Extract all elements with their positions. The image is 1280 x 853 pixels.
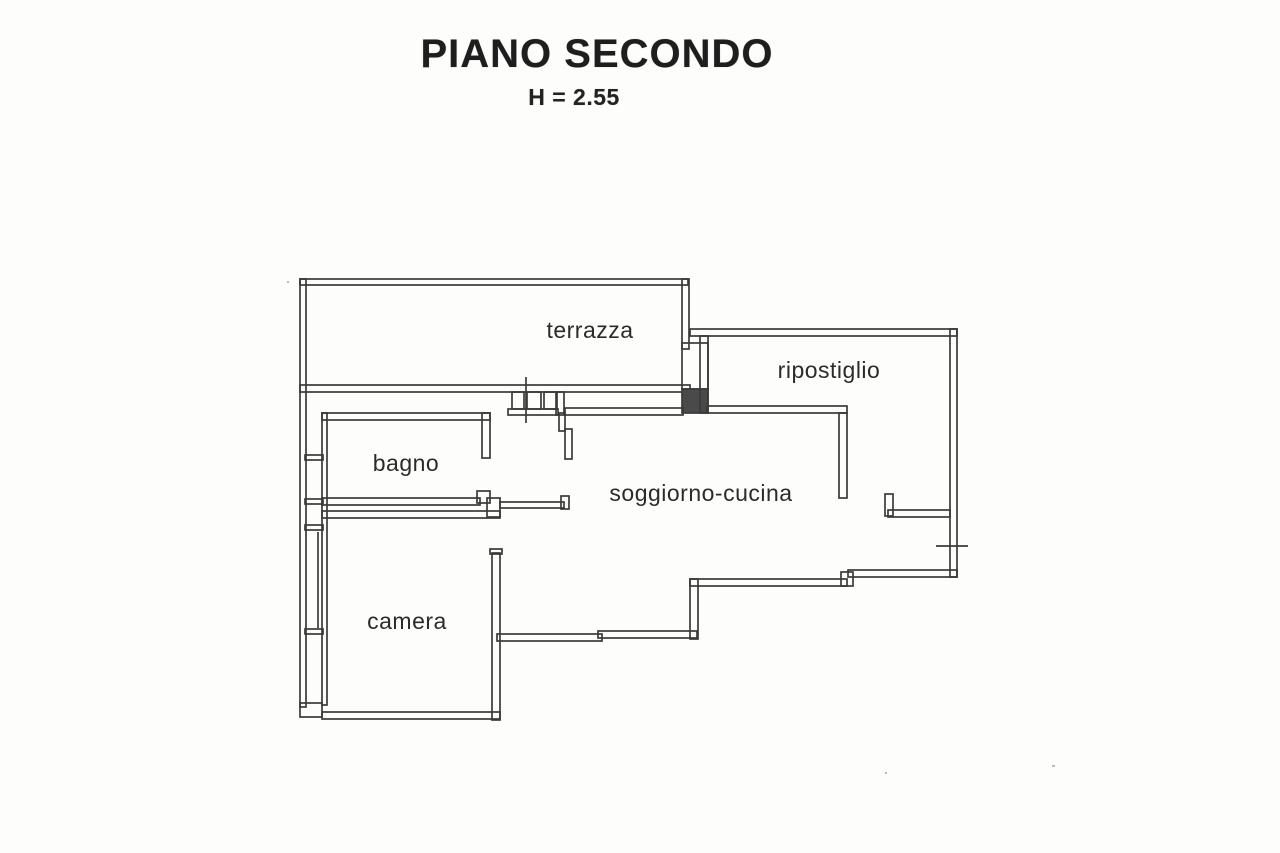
wall-junction-block bbox=[486, 497, 501, 518]
wall-hall-top bbox=[564, 407, 684, 416]
terrazza-door-panel-3 bbox=[543, 391, 558, 410]
wall-terrazza-right bbox=[681, 278, 690, 350]
wall-ripostiglio-top bbox=[689, 328, 958, 337]
wall-bottom-left-b bbox=[496, 633, 603, 642]
shaft-box bbox=[681, 342, 709, 390]
wall-bottom-middle bbox=[689, 578, 848, 587]
shaft-solid bbox=[681, 388, 709, 414]
wall-entry-step-1 bbox=[558, 412, 566, 432]
wall-bottom-left-step bbox=[299, 702, 323, 718]
wall-left-outer bbox=[299, 278, 307, 708]
room-label-bagno: bagno bbox=[373, 450, 439, 476]
wall-passage-stub bbox=[884, 493, 894, 517]
terrazza-door-panel-1 bbox=[511, 391, 525, 410]
wall-bagno-bottom bbox=[321, 497, 481, 506]
door-sill bbox=[507, 408, 559, 416]
wall-bottom-left-a bbox=[597, 630, 698, 639]
wall-bagno-top bbox=[321, 412, 491, 421]
floor-title: PIANO SECONDO bbox=[420, 32, 774, 76]
wall-ripostiglio-left bbox=[699, 335, 709, 414]
wall-soggiorno-right-partition bbox=[838, 412, 848, 499]
wall-passage-horizontal bbox=[887, 509, 951, 518]
wall-camera-door-cap bbox=[489, 548, 503, 555]
wall-terrazza-top bbox=[299, 278, 689, 286]
scan-specks bbox=[287, 281, 1055, 774]
wall-bottom-vertical bbox=[689, 578, 699, 640]
wall-corridor-cap bbox=[560, 495, 570, 510]
wall-left-divider-3 bbox=[304, 524, 324, 531]
scan-speck-2 bbox=[1052, 765, 1055, 767]
room-label-soggiorno-cucina: soggiorno-cucina bbox=[609, 480, 792, 506]
floorplan-walls bbox=[299, 278, 958, 721]
scan-speck-1 bbox=[287, 281, 289, 283]
wall-left-divider-2 bbox=[304, 498, 324, 505]
door-hinge-bump bbox=[476, 490, 491, 504]
wall-entry-step-2 bbox=[564, 428, 573, 460]
wall-camera-bottom bbox=[321, 711, 501, 720]
floorplan-room-labels: terrazza ripostiglio bagno soggiorno-cuc… bbox=[367, 317, 880, 634]
wall-camera-right bbox=[491, 552, 501, 721]
room-label-terrazza: terrazza bbox=[546, 317, 633, 343]
wall-bottom-right bbox=[847, 569, 958, 578]
wall-left-divider-1 bbox=[304, 454, 324, 461]
wall-bagno-right-partial bbox=[481, 412, 491, 459]
wall-terrazza-bottom bbox=[299, 384, 691, 393]
wall-door-jamb bbox=[555, 391, 565, 416]
wall-left-divider-4 bbox=[304, 628, 324, 635]
wall-corridor bbox=[499, 501, 565, 509]
floorplan-symbols bbox=[511, 377, 968, 547]
wall-right-outer bbox=[949, 328, 958, 578]
terrazza-door-panel-2 bbox=[526, 391, 542, 410]
room-label-ripostiglio: ripostiglio bbox=[778, 357, 881, 383]
wall-camera-top bbox=[321, 510, 501, 519]
floor-height-note: H = 2.55 bbox=[528, 84, 620, 110]
scan-speck-3 bbox=[885, 772, 887, 774]
wall-ripostiglio-bottom bbox=[706, 405, 848, 414]
room-label-camera: camera bbox=[367, 608, 447, 634]
